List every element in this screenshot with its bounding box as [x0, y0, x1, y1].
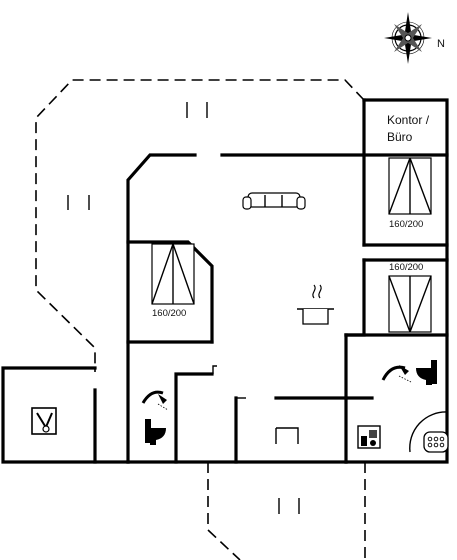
- bed-office-size: 160/200: [389, 219, 423, 230]
- sofa-icon: [242, 192, 306, 210]
- washing-machine-icon: [357, 425, 381, 449]
- office-label-line2: Büro: [387, 130, 413, 144]
- walls: [1, 98, 449, 464]
- dishwasher-icon: [31, 407, 57, 435]
- bed-right-size: 160/200: [389, 262, 423, 273]
- step-markers: [67, 102, 300, 514]
- door-arcs: [212, 365, 448, 453]
- shower-icon-right: [381, 365, 412, 383]
- toilet-icon: [145, 419, 166, 445]
- shower-icon: [141, 390, 169, 411]
- cooking-pot-icon: [297, 284, 334, 325]
- terrace-outline: [35, 79, 366, 560]
- toilet-icon-right: [416, 360, 437, 385]
- bed-right: 160/200: [388, 262, 432, 333]
- compass-rose-icon: [384, 12, 432, 64]
- office-label-line1: Kontor /: [387, 113, 430, 127]
- bed-left: [151, 243, 195, 305]
- bed-left-size: 160/200: [152, 308, 186, 319]
- compass-north-label: N: [437, 38, 445, 50]
- bed-office: [388, 157, 432, 215]
- whirlpool-icon: [423, 431, 449, 453]
